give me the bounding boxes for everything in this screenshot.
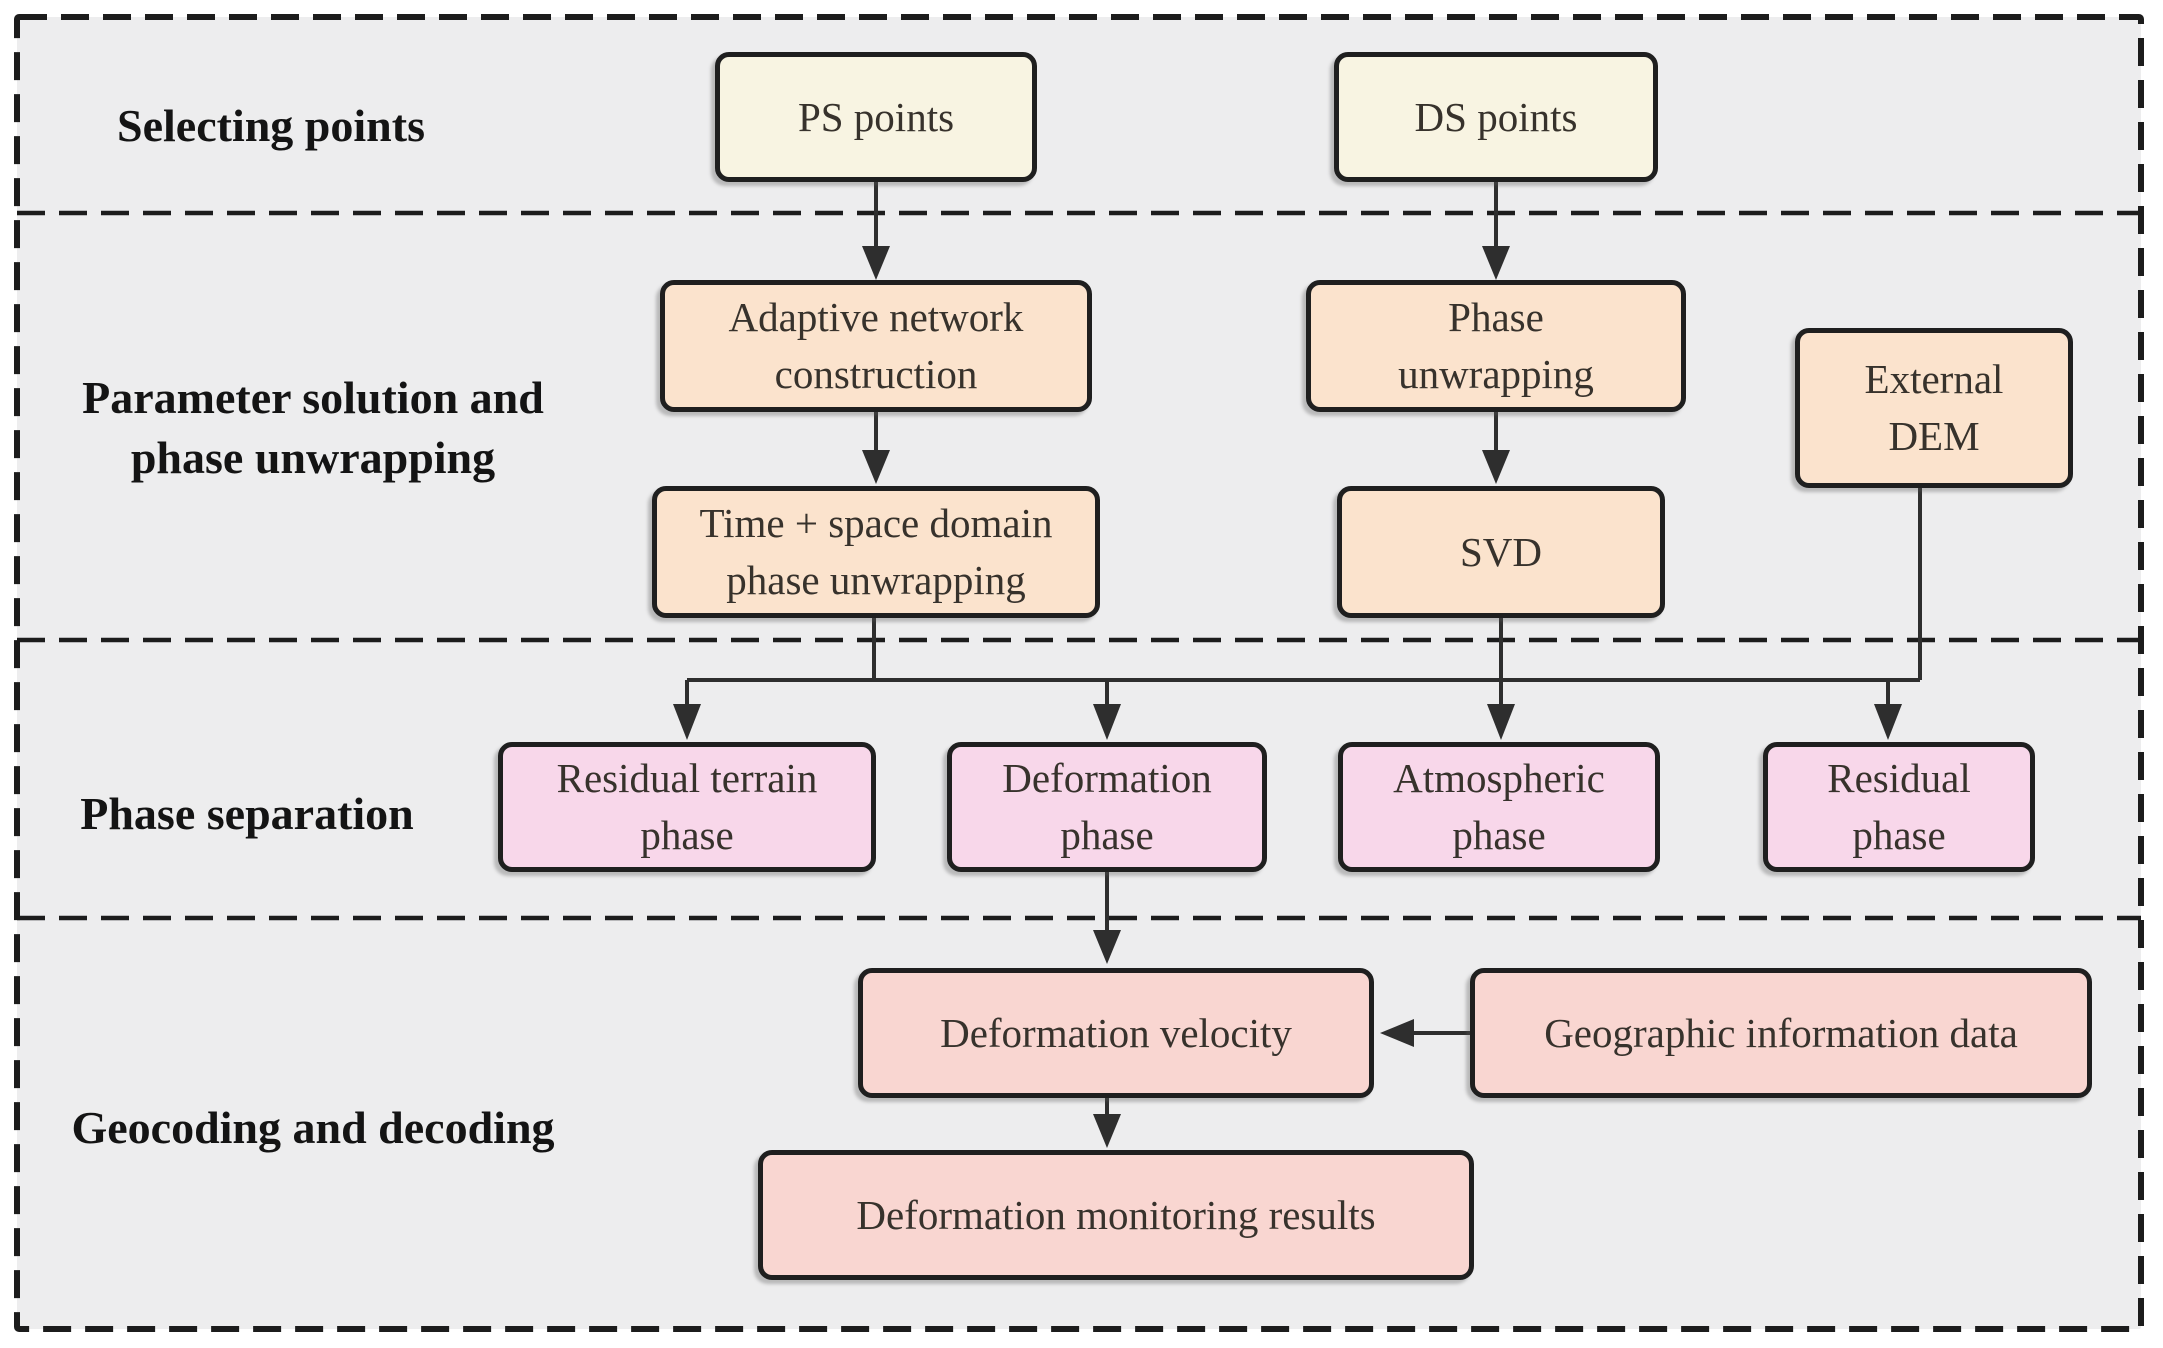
arrowhead	[1093, 1114, 1121, 1148]
node-label: Residual	[1827, 755, 1971, 801]
arrowhead	[862, 450, 890, 484]
node-label: External	[1864, 356, 2004, 402]
node-deformation-velocity: Deformation velocity	[858, 968, 1374, 1098]
row-label-selecting-points: Selecting points	[117, 100, 425, 151]
row-label-line: Parameter solution and	[82, 372, 544, 423]
row-label-geocoding: Geocoding and decoding	[71, 1102, 555, 1153]
node-label: unwrapping	[1398, 351, 1594, 397]
node-deformation-phase: Deformation phase	[947, 742, 1267, 872]
arrowhead	[1482, 246, 1510, 280]
arrowhead	[1093, 704, 1121, 740]
arrowhead	[1093, 930, 1121, 964]
node-external-dem: External DEM	[1795, 328, 2073, 488]
arrowhead	[862, 246, 890, 280]
node-label: Deformation velocity	[940, 1009, 1292, 1056]
arrowhead	[1482, 450, 1510, 484]
row-label-parameter-solution: Parameter solution and phase unwrapping	[16, 368, 610, 488]
arrowhead	[1487, 704, 1515, 740]
node-label: Residual terrain	[556, 755, 818, 801]
node-label: DEM	[1888, 413, 1980, 459]
row-label-phase-separation: Phase separation	[80, 788, 414, 839]
node-residual-phase: Residual phase	[1763, 742, 2035, 872]
node-label: PS points	[797, 93, 955, 140]
node-label: Phase	[1448, 294, 1544, 340]
node-label: Deformation monitoring results	[856, 1191, 1376, 1238]
node-label: phase	[640, 812, 734, 858]
node-label: Geographic information data	[1544, 1009, 2018, 1056]
node-adaptive-network-construction: Adaptive network construction	[660, 280, 1092, 412]
node-label: construction	[774, 351, 978, 397]
node-time-space-phase-unwrapping: Time + space domain phase unwrapping	[652, 486, 1100, 618]
row-label-line: phase unwrapping	[130, 432, 496, 483]
node-label: Atmospheric	[1393, 755, 1605, 801]
node-label: phase	[1060, 812, 1154, 858]
node-residual-terrain-phase: Residual terrain phase	[498, 742, 876, 872]
node-label: Time + space domain	[699, 500, 1053, 546]
node-label: phase	[1452, 812, 1546, 858]
node-atmospheric-phase: Atmospheric phase	[1338, 742, 1660, 872]
arrowhead	[1380, 1019, 1414, 1047]
node-label: Adaptive network	[728, 294, 1024, 340]
arrowhead	[673, 704, 701, 740]
node-label: DS points	[1414, 93, 1578, 140]
node-svd: SVD	[1337, 486, 1665, 618]
node-deformation-monitoring-results: Deformation monitoring results	[758, 1150, 1474, 1280]
node-ds-points: DS points	[1334, 52, 1658, 182]
node-label: Deformation	[1002, 755, 1212, 801]
node-phase-unwrapping: Phase unwrapping	[1306, 280, 1686, 412]
node-ps-points: PS points	[715, 52, 1037, 182]
node-geographic-information-data: Geographic information data	[1470, 968, 2092, 1098]
node-label: phase unwrapping	[726, 557, 1026, 603]
arrowhead	[1874, 704, 1902, 740]
node-label: phase	[1852, 812, 1946, 858]
node-label: SVD	[1459, 528, 1543, 575]
